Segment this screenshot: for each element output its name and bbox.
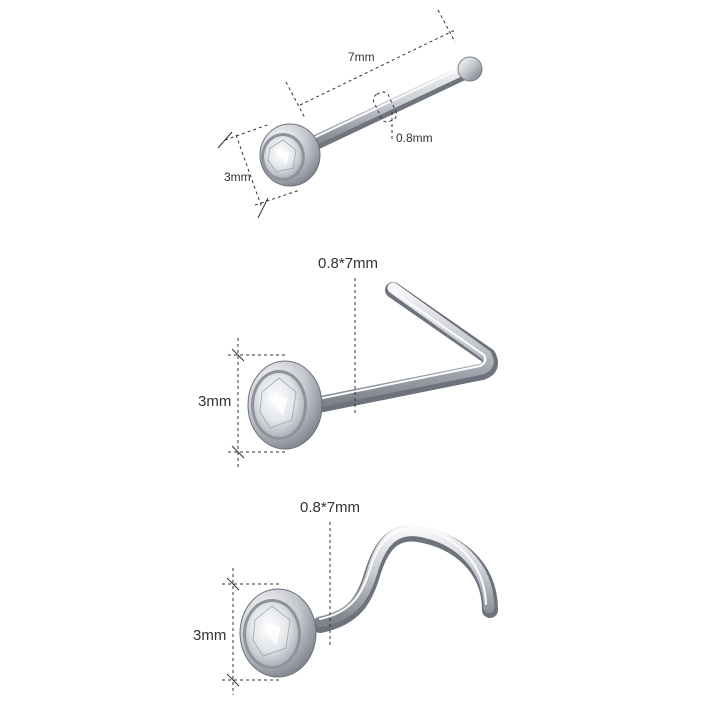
gem-label-3: 3mm — [193, 627, 226, 644]
gem-label-1: 3mm — [224, 170, 251, 184]
dim-size-3: 0.8*7mm — [300, 499, 360, 648]
length-label: 7mm — [348, 50, 375, 64]
gem-label-2: 3mm — [198, 393, 231, 410]
size-label-3: 0.8*7mm — [300, 499, 360, 516]
screw-stud: 0.8*7mm 3mm — [193, 499, 498, 695]
dim-gem-2: 3mm — [198, 338, 285, 468]
gauge-label: 0.8mm — [396, 131, 433, 145]
dim-gem-3: 3mm — [193, 568, 280, 695]
end-ball — [457, 56, 483, 82]
size-label-2: 0.8*7mm — [318, 255, 378, 272]
dim-length: 7mm — [285, 9, 456, 119]
straight-bone-stud: 7mm 0.8mm 3mm — [217, 9, 483, 219]
dim-size-2: 0.8*7mm — [318, 255, 378, 415]
dim-gem: 3mm — [217, 123, 301, 219]
dim-gauge: 0.8mm — [372, 91, 433, 145]
l-shape-stud: 0.8*7mm 3mm — [198, 255, 498, 468]
